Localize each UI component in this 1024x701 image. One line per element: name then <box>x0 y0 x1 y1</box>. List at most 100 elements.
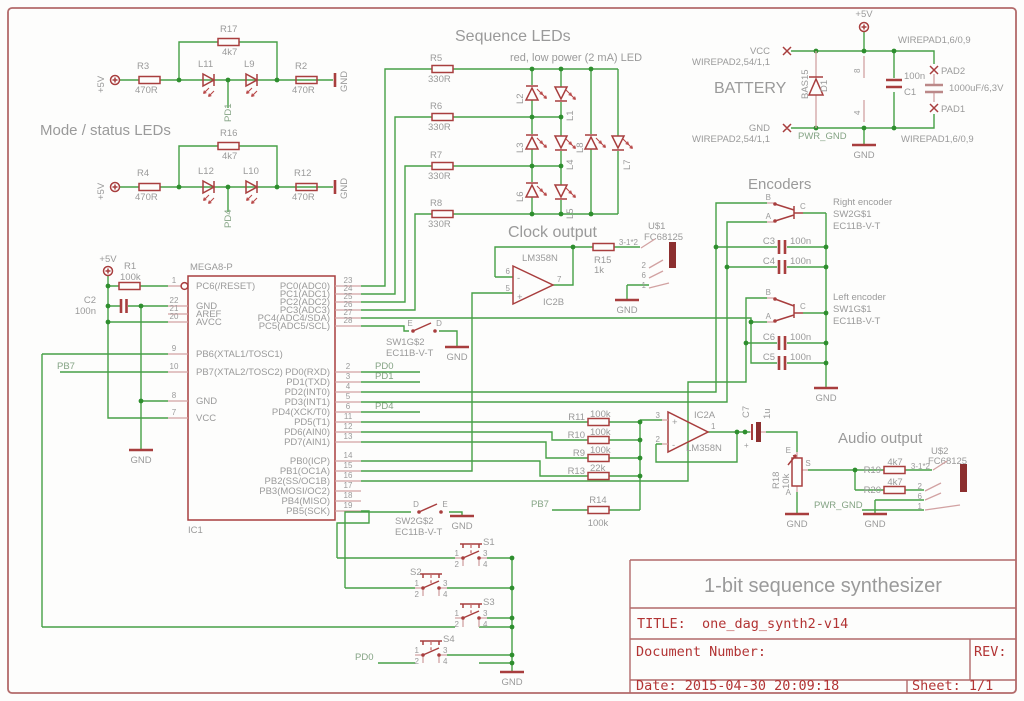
svg-text:4: 4 <box>443 657 448 666</box>
svg-text:PB0(ICP): PB0(ICP) <box>290 456 330 467</box>
wirepad-icon <box>782 46 939 133</box>
sw2g2-switch: D E SW2G$2 EC11B-V-T GND <box>344 500 474 588</box>
svg-text:2: 2 <box>415 590 420 599</box>
capacitor-c7: + C7 1u <box>741 406 773 450</box>
svg-text:PD4(XCK/T0): PD4(XCK/T0) <box>272 407 330 418</box>
led-l9: L9 <box>244 59 259 98</box>
jack-sleeve <box>960 464 967 492</box>
gnd-label: GND <box>446 352 467 363</box>
svg-text:3-1*2: 3-1*2 <box>911 462 931 471</box>
svg-text:A: A <box>766 212 772 221</box>
svg-text:2: 2 <box>415 657 420 666</box>
svg-text:100n: 100n <box>904 71 925 82</box>
section-titles: Mode / status LEDs Sequence LEDs red, lo… <box>40 28 923 447</box>
svg-text:R13: R13 <box>568 466 585 477</box>
title-label: TITLE: <box>637 616 686 632</box>
svg-text:6: 6 <box>346 402 351 411</box>
svg-text:L8: L8 <box>575 142 586 153</box>
svg-text:+: + <box>517 292 523 303</box>
svg-text:100k: 100k <box>590 409 611 420</box>
doc-number-label: Document Number: <box>636 644 766 660</box>
capacitor-c3: C3 100n <box>763 236 811 254</box>
net-pb7: PB7 <box>531 499 549 510</box>
sw2g1-value: EC11B-V-T <box>833 221 881 232</box>
resistor-r4: R4 470R <box>135 168 161 203</box>
resistor-r12: R12 470R <box>292 168 318 203</box>
left-encoder-caption: Left encoder <box>833 292 886 303</box>
capacitor-c4: C4 100n <box>763 256 811 274</box>
svg-text:L10: L10 <box>243 166 259 177</box>
svg-text:R3: R3 <box>137 61 149 72</box>
net-pd0: PD0 <box>375 361 393 372</box>
svg-text:D1: D1 <box>819 80 830 92</box>
svg-text:AREF: AREF <box>196 309 222 320</box>
svg-text:PD2(INT0): PD2(INT0) <box>285 387 330 398</box>
ic2a-value: LM358N <box>686 443 722 454</box>
svg-text:16: 16 <box>344 471 353 480</box>
elcap-value: 1000uF/6,3V <box>949 83 1004 94</box>
page-border <box>7 7 1017 694</box>
svg-text:C2: C2 <box>84 295 96 306</box>
resistor-r9: R9 100k <box>573 445 611 463</box>
svg-text:R12: R12 <box>294 168 311 179</box>
svg-text:S2: S2 <box>410 567 422 578</box>
encoders-section: B A C Right encoder SW2G$1 EC11B-V-T B A… <box>361 193 892 482</box>
resistor-r15: R15 1k <box>592 242 615 276</box>
svg-text:100n: 100n <box>790 332 811 343</box>
svg-text:2: 2 <box>642 261 647 270</box>
c7-plus: + <box>744 441 749 450</box>
svg-text:3: 3 <box>443 579 448 588</box>
svg-text:R11: R11 <box>568 412 585 423</box>
sw1g2-value: EC11B-V-T <box>386 348 434 359</box>
resistor-r1: R1 100k <box>118 261 141 291</box>
svg-text:PC5(ADC5/SCL): PC5(ADC5/SCL) <box>259 321 330 332</box>
u1-value: FC68125 <box>644 232 683 243</box>
resistor-r8: R8 330R <box>428 198 454 230</box>
svg-text:2: 2 <box>455 560 460 569</box>
svg-text:PD5(T1): PD5(T1) <box>294 417 330 428</box>
capacitor-c5: C5 100n <box>763 352 811 370</box>
svg-text:26: 26 <box>344 300 353 309</box>
svg-text:1k: 1k <box>594 265 604 276</box>
net-pd4: PD4 <box>223 210 234 228</box>
svg-text:C7: C7 <box>741 406 752 418</box>
clock-output: - + 6 5 7 LM358N IC2B R15 1k U$1 FC68125… <box>361 221 683 472</box>
svg-text:PC2(ADC2): PC2(ADC2) <box>280 297 330 308</box>
svg-text:D: D <box>413 500 419 509</box>
led-l12: L12 <box>198 166 216 205</box>
battery-section: +5V VCC WIREPAD2,54/1,1 GND WIREPAD2,54/… <box>692 9 1004 161</box>
u2-name: U$2 <box>931 446 948 457</box>
resistor-r5: R5 330R <box>428 53 454 85</box>
resistor-r10: R10 100k <box>568 427 611 445</box>
svg-text:-: - <box>672 440 675 451</box>
svg-text:4: 4 <box>443 590 448 599</box>
net-pd4: PD4 <box>375 401 393 412</box>
resistor-r3: R3 470R <box>135 61 161 96</box>
svg-text:7: 7 <box>172 408 177 417</box>
gnd-label: GND <box>339 71 350 92</box>
sheet-label: Sheet: 1/1 <box>912 678 993 694</box>
svg-text:C6: C6 <box>763 332 775 343</box>
svg-text:1: 1 <box>642 281 647 290</box>
svg-text:330R: 330R <box>428 74 451 85</box>
title-block: 1-bit sequence synthesizer TITLE: one_da… <box>629 559 1016 694</box>
titleblock-big-title: 1-bit sequence synthesizer <box>704 575 942 597</box>
svg-text:PC0(ADC0): PC0(ADC0) <box>280 281 330 292</box>
led-l5: L5 <box>553 184 577 219</box>
svg-text:1: 1 <box>415 579 420 588</box>
svg-text:R17: R17 <box>220 24 237 35</box>
svg-text:330R: 330R <box>428 171 451 182</box>
gnd-pad-label: GND <box>749 123 770 134</box>
svg-text:13: 13 <box>344 432 353 441</box>
audio-title: Audio output <box>838 430 923 447</box>
buttons-s1-s4: PD0 1 2 3 4 S1 1 2 3 4 S2 1 2 3 4 S3 <box>42 510 524 688</box>
svg-text:R20: R20 <box>864 485 881 496</box>
svg-text:1: 1 <box>172 276 177 285</box>
svg-text:4k7: 4k7 <box>222 151 237 162</box>
svg-text:R7: R7 <box>430 150 442 161</box>
gnd-label: GND <box>815 393 836 404</box>
sw2g2-value: EC11B-V-T <box>395 527 443 538</box>
opamp-ic2a: + - 3 2 1 IC2A LM358N <box>656 410 723 454</box>
ic2b-value: LM358N <box>522 253 558 264</box>
